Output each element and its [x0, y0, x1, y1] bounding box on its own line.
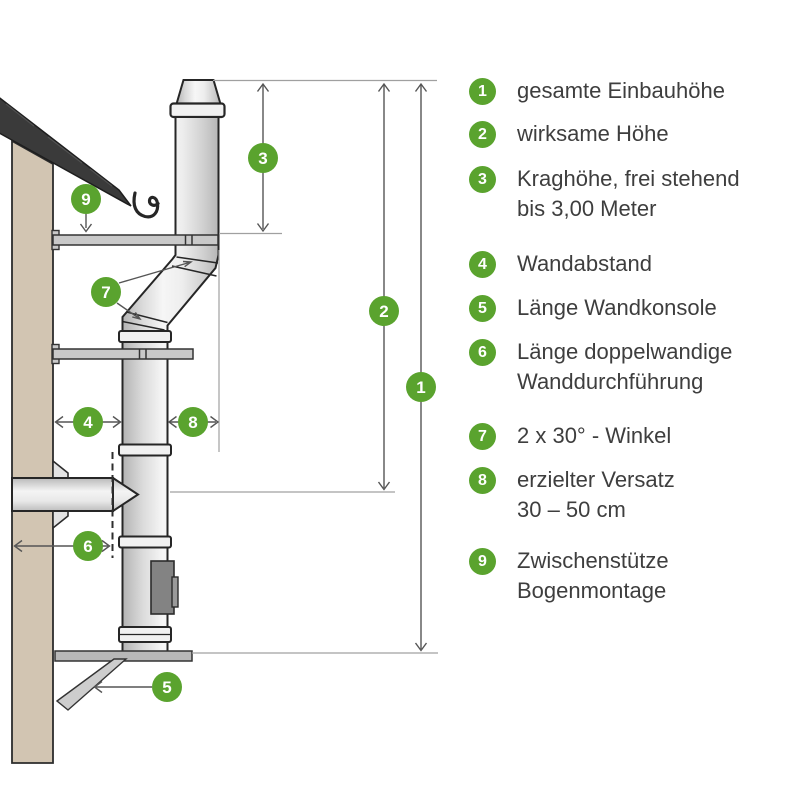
- legend-label-7: 2 x 30° - Winkel: [517, 423, 672, 448]
- legend-badge-7: 7: [469, 423, 496, 450]
- legend-label-3: Kraghöhe, frei stehend bis 3,00 Meter: [517, 166, 740, 221]
- legend-badge-4: 4: [469, 251, 496, 278]
- legend-item-7: 7 2 x 30° - Winkel: [469, 423, 671, 451]
- legend-item-1: 1 gesamte Einbauhöhe: [469, 78, 725, 106]
- gutter-hook-icon: [132, 191, 160, 219]
- diagram-badge-9: 9: [71, 184, 101, 214]
- legend-label-5: Länge Wandkonsole: [517, 295, 717, 320]
- svg-text:7: 7: [101, 283, 110, 302]
- legend-item-2: 2 wirksame Höhe: [469, 121, 669, 149]
- reference-lines: [170, 79, 438, 654]
- legend-badge-9: 9: [469, 548, 496, 575]
- wall-feedthrough: [11, 459, 140, 530]
- roof: [0, 97, 132, 207]
- flue-pipe: [118, 116, 220, 653]
- diagram-badge-4: 4: [73, 407, 103, 437]
- wall-console: [54, 650, 193, 711]
- legend-item-3: 3 Kraghöhe, frei stehend bis 3,00 Meter: [469, 166, 740, 224]
- legend-label-6: Länge doppelwandige Wanddurchführung: [517, 339, 733, 394]
- legend-badge-3: 3: [469, 166, 496, 193]
- svg-text:6: 6: [83, 537, 92, 556]
- middle-wall-bracket: [51, 343, 194, 365]
- svg-text:4: 4: [83, 413, 93, 432]
- svg-text:9: 9: [81, 190, 90, 209]
- svg-text:1: 1: [416, 378, 425, 397]
- revision-door: [150, 560, 179, 615]
- legend-badge-8: 8: [469, 467, 496, 494]
- legend-badge-5: 5: [469, 295, 496, 322]
- diagram-badge-7: 7: [91, 277, 121, 307]
- legend-badge-2: 2: [469, 121, 496, 148]
- legend-badge-1: 1: [469, 78, 496, 105]
- legend-item-8: 8 erzielter Versatz 30 – 50 cm: [469, 467, 675, 525]
- diagram-badge-5: 5: [152, 672, 182, 702]
- legend-item-5: 5 Länge Wandkonsole: [469, 295, 717, 323]
- diagram-badge-1: 1: [406, 372, 436, 402]
- diagram-badge-6: 6: [73, 531, 103, 561]
- svg-text:2: 2: [379, 302, 388, 321]
- svg-text:3: 3: [258, 149, 267, 168]
- installation-diagram: 1 2 3 4 5 6 7 8: [0, 79, 438, 764]
- legend-item-4: 4 Wandabstand: [469, 251, 652, 279]
- house-wall: [11, 139, 54, 764]
- diagram-badge-2: 2: [369, 296, 399, 326]
- chimney-cap: [169, 79, 226, 119]
- legend-label-9: Zwischenstütze Bogenmontage: [517, 548, 669, 603]
- diagram-badge-8: 8: [178, 407, 208, 437]
- upper-wall-bracket: [51, 229, 219, 251]
- legend-badge-6: 6: [469, 339, 496, 366]
- legend-label-2: wirksame Höhe: [517, 121, 669, 146]
- legend-label-1: gesamte Einbauhöhe: [517, 78, 725, 103]
- legend-item-9: 9 Zwischenstütze Bogenmontage: [469, 548, 669, 606]
- svg-text:5: 5: [162, 678, 171, 697]
- legend-label-4: Wandabstand: [517, 251, 652, 276]
- legend-label-8: erzielter Versatz 30 – 50 cm: [517, 467, 675, 522]
- diagram-badge-3: 3: [248, 143, 278, 173]
- legend-item-6: 6 Länge doppelwandige Wanddurchführung: [469, 339, 732, 397]
- svg-text:8: 8: [188, 413, 197, 432]
